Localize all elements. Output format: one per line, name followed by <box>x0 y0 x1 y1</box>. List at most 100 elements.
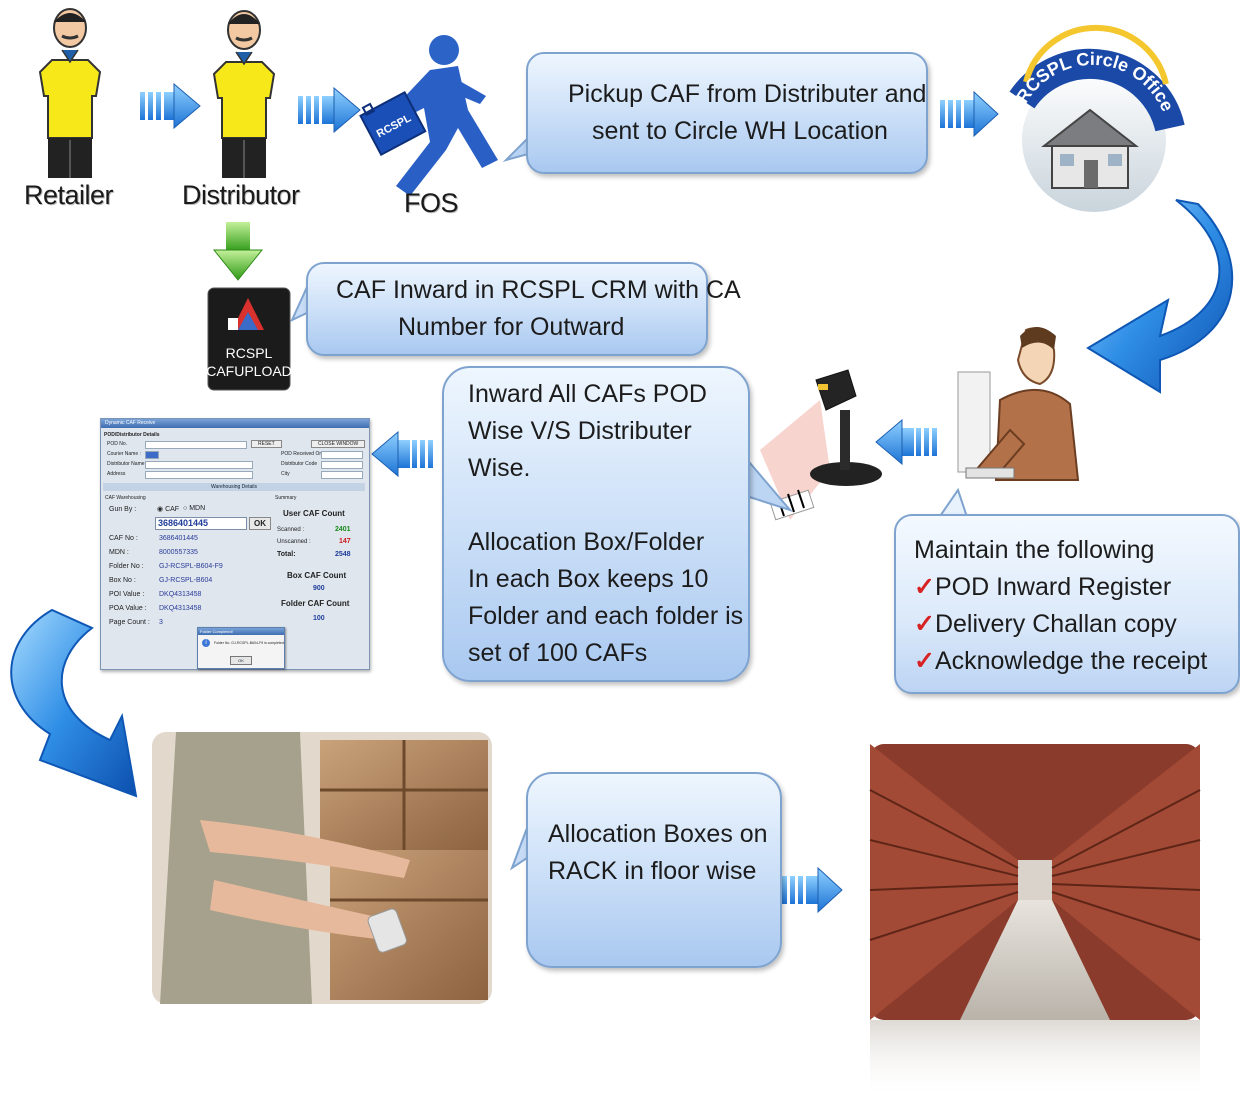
unscanned-label: Unscanned : <box>277 539 311 545</box>
check-icon: ✓ <box>914 573 935 601</box>
caf-no-value: 3686401445 <box>159 535 198 542</box>
distributor-name-label: Distributor Name <box>107 461 145 467</box>
gun-by-label: Gun By : <box>109 506 137 513</box>
retailer-label: Retailer <box>24 180 114 210</box>
box-caf-count-title: Box CAF Count <box>287 571 347 580</box>
inward-all-line-2: Wise V/S Distributer <box>468 417 692 445</box>
warehouse-worker-photo <box>152 732 492 1004</box>
arrow-person-to-scanner <box>875 418 937 466</box>
mdn-value: 8000557335 <box>159 549 198 556</box>
warehouse-aisle-photo <box>869 744 1201 1100</box>
check-icon: ✓ <box>914 610 935 638</box>
folder-no-value: GJ-RCSPL-B604-F9 <box>159 563 223 570</box>
pod-received-field[interactable] <box>321 451 363 459</box>
inward-all-line-7: Folder and each folder is <box>468 602 744 630</box>
pickup-bubble: Pickup CAF from Distributer and sent to … <box>526 52 928 174</box>
courier-field[interactable] <box>145 451 159 459</box>
maintain-item-3: ✓Acknowledge the receipt <box>914 643 1207 680</box>
fos-label: FOS <box>404 188 459 218</box>
caf-no-label: CAF No : <box>109 535 138 542</box>
folder-no-label: Folder No : <box>109 563 144 570</box>
distributor-label: Distributor <box>182 180 300 210</box>
scanned-value: 2401 <box>335 526 351 533</box>
pod-received-label: POD Received On <box>281 451 323 457</box>
total-label: Total: <box>277 551 296 558</box>
unscanned-value: 147 <box>339 538 351 545</box>
warehousing-header: Warehousing Details <box>103 483 365 491</box>
dialog-ok-button[interactable]: OK <box>230 656 252 665</box>
poi-value: DKQ4313458 <box>159 591 202 598</box>
inward-all-line-5: Allocation Box/Folder <box>468 528 705 556</box>
maintain-item-1-text: POD Inward Register <box>934 573 1172 601</box>
dialog-titlebar: Folder Completed! <box>198 628 284 635</box>
scanned-label: Scanned : <box>277 527 305 533</box>
retailer-figure <box>38 8 102 178</box>
curved-arrow-right <box>1086 199 1234 394</box>
box-no-label: Box No : <box>109 577 136 584</box>
radio-icon: ○ <box>183 505 190 512</box>
allocation-rack-line-1: Allocation Boxes on <box>548 820 768 848</box>
address-field[interactable] <box>145 471 253 479</box>
pickup-line-2: sent to Circle WH Location <box>592 117 888 145</box>
dialog-message: Folder No. GJ-RCSPL-B604-F9 is completed… <box>214 641 285 645</box>
summary-label: Summary <box>275 495 297 501</box>
folder-completed-dialog: Folder Completed! i Folder No. GJ-RCSPL-… <box>197 627 285 669</box>
maintain-item-3-text: Acknowledge the receipt <box>934 647 1208 675</box>
arrow-inward-to-caf-window <box>371 430 433 478</box>
address-label: Address <box>107 471 126 477</box>
close-window-button[interactable]: CLOSE WINDOW <box>311 440 366 448</box>
radio-mdn[interactable]: ○ MDN <box>183 505 205 512</box>
cafupload-line2: CAFUPLOAD <box>206 363 292 379</box>
arrow-rack-to-warehouse <box>782 866 843 914</box>
arrow-distributor-to-fos <box>298 86 361 134</box>
radio-caf[interactable]: ◉ CAF <box>157 505 179 513</box>
inward-all-line-8: set of 100 CAFs <box>468 639 648 667</box>
poa-value: DKQ4313458 <box>159 605 202 612</box>
green-down-arrow <box>212 222 264 281</box>
user-caf-count-title: User CAF Count <box>283 509 345 518</box>
arrow-retailer-to-distributor <box>140 82 201 130</box>
distributor-code-field[interactable] <box>321 461 363 469</box>
desk-person-figure <box>957 327 1080 481</box>
box-no-value: GJ-RCSPL-B604 <box>159 577 213 584</box>
maintain-item-2: ✓Delivery Challan copy <box>914 606 1177 643</box>
poi-value-label: POI Value : <box>109 591 145 598</box>
distributor-name-field[interactable] <box>145 461 253 469</box>
cafupload-line1: RCSPL <box>226 345 273 361</box>
distributor-code-label: Distributor Code <box>281 461 318 467</box>
pod-section-label: POD/Distributor Details <box>104 432 160 438</box>
caf-receive-window: Dynamic CAF Receive POD/Distributor Deta… <box>100 418 370 670</box>
mdn-label: MDN : <box>109 549 129 556</box>
cafupload-app-icon[interactable]: RCSPL CAFUPLOAD <box>206 287 292 391</box>
total-value: 2548 <box>335 551 351 558</box>
inward-all-line-6: In each Box keeps 10 <box>468 565 709 593</box>
curved-arrow-left <box>10 608 138 798</box>
radio-icon: ◉ <box>157 506 166 513</box>
reset-button[interactable]: RESET <box>251 440 282 448</box>
caf-window-titlebar: Dynamic CAF Receive <box>101 419 369 428</box>
city-field[interactable] <box>321 471 363 479</box>
caf-warehousing-label: CAF Warehousing <box>105 495 146 501</box>
maintain-item-1: ✓POD Inward Register <box>914 569 1171 606</box>
maintain-title: Maintain the following <box>914 536 1155 564</box>
radio-mdn-label: MDN <box>189 505 206 512</box>
barcode-scanner-image <box>760 369 882 521</box>
info-icon: i <box>202 639 210 647</box>
folder-caf-count-value: 100 <box>313 615 325 622</box>
inward-crm-line-2: Number for Outward <box>398 313 625 341</box>
distributor-figure <box>212 10 276 178</box>
inward-all-line-1: Inward All CAFs POD <box>468 380 707 408</box>
check-icon: ✓ <box>914 647 935 675</box>
box-caf-count-value: 900 <box>313 585 325 592</box>
inward-all-line-3: Wise. <box>468 454 531 482</box>
maintain-item-2-text: Delivery Challan copy <box>934 610 1177 638</box>
inward-all-bubble: Inward All CAFs POD Wise V/S Distributer… <box>442 366 750 682</box>
page-count-label: Page Count : <box>109 619 150 626</box>
ok-button[interactable]: OK <box>249 517 271 530</box>
pod-no-label: POD No. <box>107 441 128 447</box>
allocation-rack-line-2: RACK in floor wise <box>548 857 757 885</box>
caf-scan-input[interactable]: 3686401445 <box>155 517 247 530</box>
city-label: City <box>281 471 290 477</box>
pod-no-field[interactable] <box>145 441 247 449</box>
